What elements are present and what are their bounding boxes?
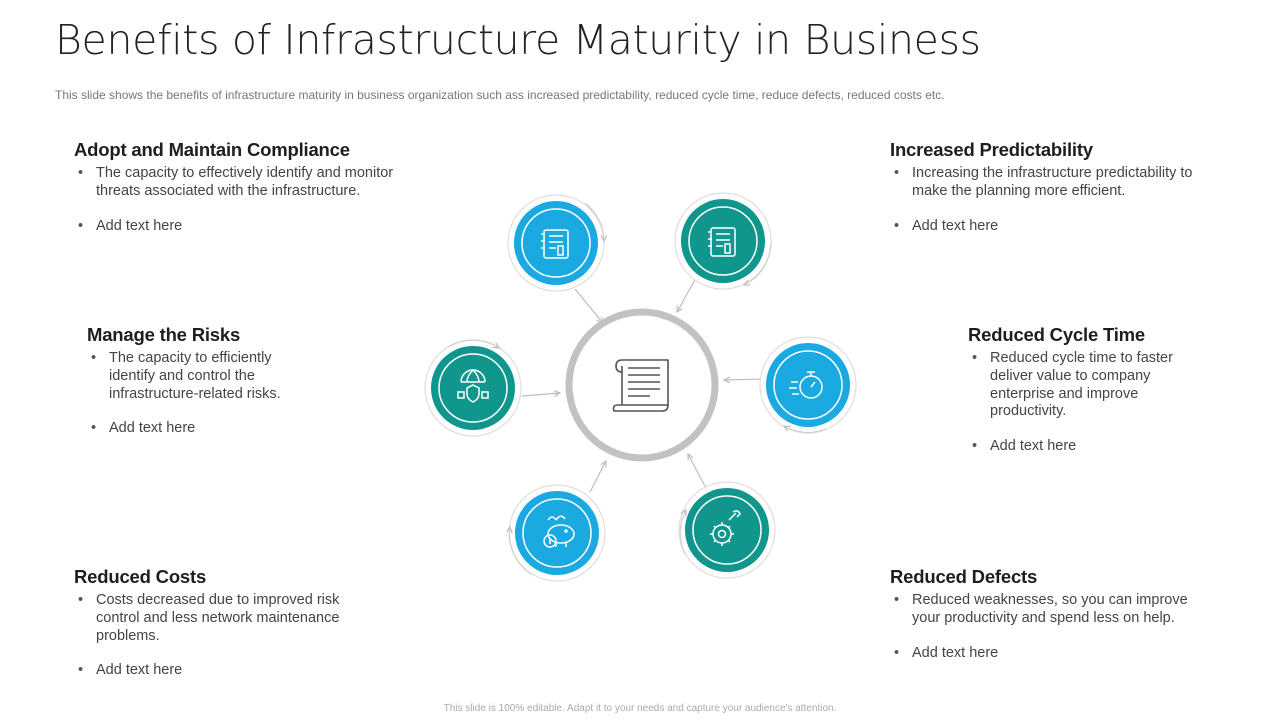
bullet-list: The capacity to effectively identify and… bbox=[74, 165, 394, 235]
node-top-left bbox=[507, 194, 604, 292]
bullet-list: Reduced weaknesses, so you can improve y… bbox=[890, 592, 1210, 662]
piggy-bank-coin-icon bbox=[543, 515, 575, 548]
stopwatch-icon bbox=[789, 371, 823, 399]
bullet-list: Costs decreased due to improved risk con… bbox=[74, 592, 374, 680]
bullet-item: Increasing the infrastructure predictabi… bbox=[890, 165, 1205, 201]
node-top-right bbox=[674, 192, 772, 290]
benefit-heading: Reduced Cycle Time bbox=[968, 324, 1146, 345]
benefit-reduced-defects: Reduced Defects Reduced weaknesses, so y… bbox=[890, 566, 1210, 662]
bullet-item: Add text here bbox=[968, 438, 1193, 456]
connector-arrow bbox=[589, 461, 606, 493]
bullet-item: Add text here bbox=[87, 420, 317, 438]
benefit-heading: Reduced Defects bbox=[890, 566, 1038, 587]
connector-arrows bbox=[521, 277, 766, 493]
bullet-item: Add text here bbox=[74, 218, 394, 236]
scroll-document-icon bbox=[612, 359, 669, 412]
benefit-adopt-compliance: Adopt and Maintain Compliance The capaci… bbox=[74, 139, 394, 235]
bullet-item: Reduced weaknesses, so you can improve y… bbox=[890, 592, 1210, 628]
benefit-manage-risks: Manage the Risks The capacity to efficie… bbox=[87, 324, 317, 438]
blue-node-circle bbox=[514, 201, 598, 285]
bullet-item: Costs decreased due to improved risk con… bbox=[74, 592, 374, 645]
connector-arrow bbox=[574, 288, 603, 323]
bullet-item: The capacity to efficiently identify and… bbox=[87, 350, 317, 403]
bullet-list: Increasing the infrastructure predictabi… bbox=[890, 165, 1205, 235]
bullet-item: Add text here bbox=[890, 645, 1210, 663]
blue-node-circle bbox=[515, 491, 599, 575]
node-bottom-left bbox=[509, 484, 606, 582]
node-left bbox=[424, 339, 522, 437]
globe-shield-icon bbox=[457, 369, 489, 403]
benefit-heading: Adopt and Maintain Compliance bbox=[74, 139, 350, 160]
bullet-item: Add text here bbox=[890, 218, 1205, 236]
benefit-reduced-cycle-time: Reduced Cycle Time Reduced cycle time to… bbox=[968, 324, 1193, 456]
benefit-reduced-costs: Reduced Costs Costs decreased due to imp… bbox=[74, 566, 374, 680]
gear-wrench-icon bbox=[710, 510, 741, 546]
node-right bbox=[759, 336, 857, 434]
connector-arrow bbox=[677, 277, 697, 312]
center-hub bbox=[565, 308, 719, 462]
benefit-heading: Reduced Costs bbox=[74, 566, 207, 587]
benefit-increased-predictability: Increased Predictability Increasing the … bbox=[890, 139, 1205, 235]
benefit-heading: Increased Predictability bbox=[890, 139, 1093, 160]
slide-subtitle: This slide shows the benefits of infrast… bbox=[55, 88, 945, 102]
teal-node-circle bbox=[431, 346, 515, 430]
connector-arrow bbox=[688, 454, 708, 491]
bullet-item: Add text here bbox=[74, 662, 374, 680]
teal-node-circle bbox=[681, 199, 765, 283]
checklist-notebook-icon bbox=[541, 229, 569, 259]
bullet-list: Reduced cycle time to faster deliver val… bbox=[968, 350, 1193, 456]
benefit-heading: Manage the Risks bbox=[87, 324, 241, 345]
blue-node-circle bbox=[766, 343, 850, 427]
slide-footer: This slide is 100% editable. Adapt it to… bbox=[443, 703, 837, 714]
bullet-item: Reduced cycle time to faster deliver val… bbox=[968, 350, 1193, 421]
connector-arrow bbox=[724, 379, 766, 380]
bullet-item: The capacity to effectively identify and… bbox=[74, 165, 394, 201]
slide-title: Benefits of Infrastructure Maturity in B… bbox=[55, 16, 981, 64]
connector-arrow bbox=[521, 393, 560, 396]
bullet-list: The capacity to efficiently identify and… bbox=[87, 350, 317, 438]
node-bottom-right bbox=[678, 481, 776, 579]
teal-node-circle bbox=[685, 488, 769, 572]
checklist-notebook-icon bbox=[708, 227, 736, 257]
